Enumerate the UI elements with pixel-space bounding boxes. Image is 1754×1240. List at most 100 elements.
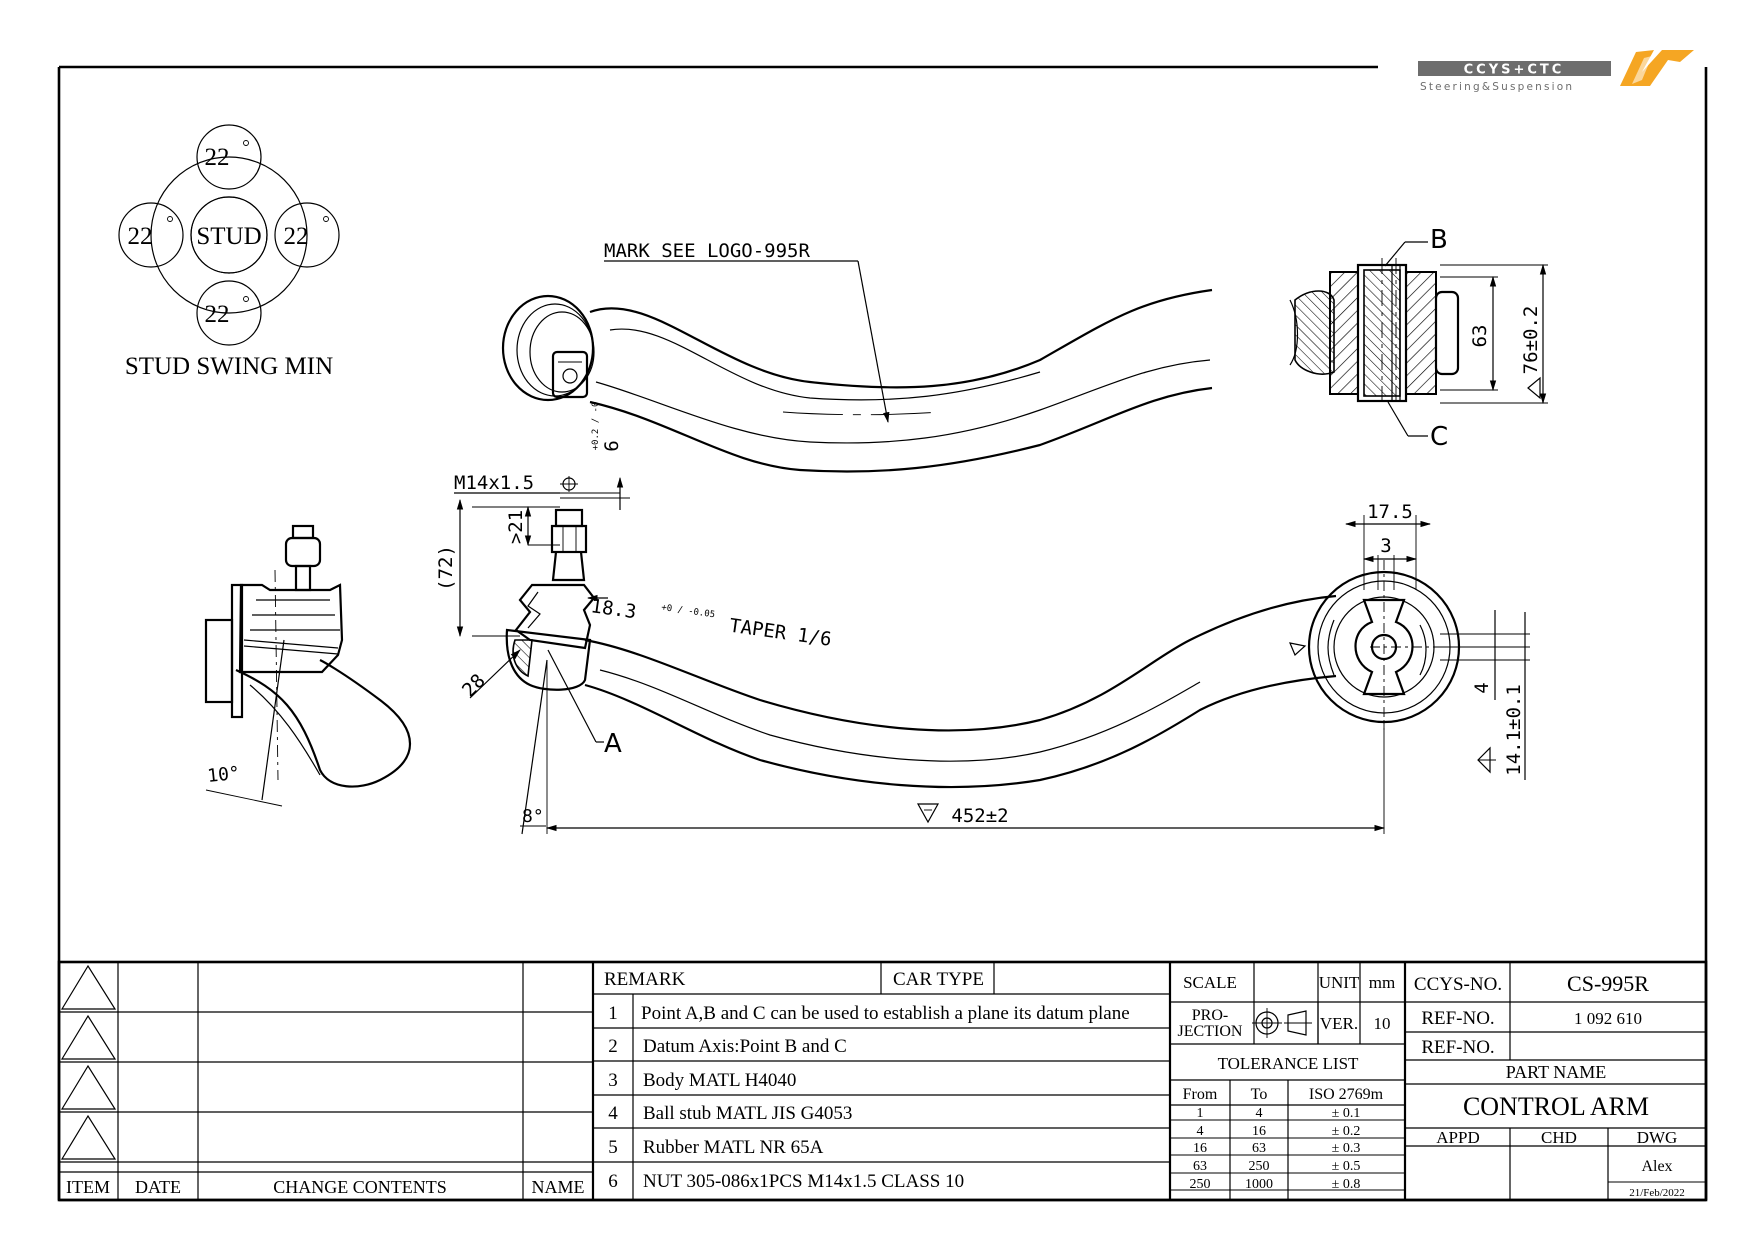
- thread-spec: M14x1.5: [454, 472, 534, 494]
- remark-4-text: Ball stub MATL JIS G4053: [643, 1103, 852, 1124]
- remark-6-number: 6: [608, 1171, 618, 1192]
- ref-no-label: REF-NO.: [1421, 1008, 1494, 1029]
- remark-2-text: Datum Axis:Point B and C: [643, 1036, 847, 1057]
- dim-28: 28: [458, 670, 490, 702]
- dim-17-5: 17.5: [1367, 501, 1413, 523]
- dim-21: >21: [505, 510, 527, 544]
- dim-4: 4: [1471, 682, 1493, 693]
- dim-6: 6: [601, 440, 623, 451]
- tol-row-3-to: 63: [1252, 1141, 1266, 1156]
- swing-angle-left: 22: [128, 223, 153, 250]
- logo-wordmark-bar: [1418, 61, 1611, 76]
- taper-text: TAPER 1/6: [728, 615, 833, 651]
- remark-3-text: Body MATL H4040: [643, 1070, 796, 1091]
- tol-row-1-from: 1: [1197, 1106, 1204, 1121]
- dim-452: 452±2: [951, 805, 1008, 827]
- projection-label: PRO-JECTION: [1178, 1007, 1243, 1040]
- datum-c-label: C: [1430, 422, 1448, 452]
- top-view-dimensions: MARK SEE LOGO-995R B C 63 76±0.2: [604, 225, 1548, 452]
- ref-no-2-label: REF-NO.: [1421, 1037, 1494, 1058]
- rev-header-change: CHANGE CONTENTS: [273, 1177, 447, 1197]
- tol-row-5-from: 250: [1190, 1177, 1211, 1192]
- side-view: 10°: [204, 524, 412, 807]
- part-name-value: CONTROL ARM: [1463, 1092, 1649, 1121]
- scale-projection-tolerance: SCALE UNIT mm PRO-JECTION VER. 10 TOLERA…: [1170, 962, 1407, 1200]
- front-view-dimensions: M14x1.5 6 +0.2 / -0 >21 (72) 18.3 +0 / -…: [435, 402, 1530, 835]
- tolerance-header-iso: ISO 2769m: [1309, 1086, 1384, 1103]
- remark-5-text: Rubber MATL NR 65A: [643, 1137, 824, 1158]
- datum-a-label: A: [604, 729, 622, 759]
- dim-76: 76±0.2: [1520, 306, 1542, 375]
- dim-72: (72): [435, 545, 457, 591]
- tol-row-2-to: 16: [1252, 1124, 1266, 1139]
- revision-table: ITEM DATE CHANGE CONTENTS NAME: [59, 962, 595, 1200]
- dwg-label: DWG: [1637, 1128, 1678, 1147]
- tol-row-3-from: 16: [1193, 1141, 1207, 1156]
- swing-angle-bottom: 22: [205, 301, 230, 328]
- rev-header-name: NAME: [532, 1177, 585, 1197]
- swing-angle-right: 22: [284, 223, 309, 250]
- part-info-block: CCYS-NO. CS-995R REF-NO. 1 092 610 REF-N…: [1405, 962, 1706, 1200]
- dim-6-tolerance: +0.2 / -0: [591, 402, 601, 451]
- angle-10: 10°: [206, 763, 241, 787]
- taper-diameter: 18.3: [589, 595, 637, 623]
- tolerance-header-to: To: [1251, 1086, 1268, 1103]
- dwg-author: Alex: [1641, 1158, 1672, 1175]
- tol-row-1-value: ± 0.1: [1332, 1106, 1361, 1121]
- car-type-label: CAR TYPE: [893, 969, 984, 990]
- tolerance-header-from: From: [1183, 1086, 1218, 1103]
- tol-row-4-from: 63: [1193, 1159, 1207, 1174]
- logo-wordmark: CCYS+CTC: [1464, 63, 1565, 78]
- stud-swing-title: STUD SWING MIN: [125, 353, 333, 380]
- tolerance-title: TOLERANCE LIST: [1218, 1054, 1359, 1073]
- arm-top-view: [501, 258, 1460, 473]
- remark-1-number: 1: [608, 1003, 618, 1024]
- ref-no-value: 1 092 610: [1574, 1009, 1642, 1028]
- remark-5-number: 5: [608, 1137, 618, 1158]
- dim-14-1: 14.1±0.1: [1503, 684, 1525, 776]
- projection-symbol-icon: [1252, 1008, 1312, 1038]
- remark-4-number: 4: [608, 1103, 618, 1124]
- logo-tagline: Steering&Suspension: [1420, 81, 1574, 93]
- dwg-date: 21/Feb/2022: [1629, 1187, 1685, 1199]
- stud-swing-diagram: STUD 22 22 22 22 STUD SWING MIN: [118, 124, 340, 380]
- angle-8: 8°: [522, 806, 544, 827]
- ccys-no-label: CCYS-NO.: [1414, 974, 1502, 995]
- dim-3: 3: [1380, 535, 1391, 557]
- mark-logo-note: MARK SEE LOGO-995R: [604, 240, 810, 262]
- unit-value: mm: [1369, 973, 1395, 992]
- tol-row-2-value: ± 0.2: [1332, 1124, 1361, 1139]
- remark-2-number: 2: [608, 1036, 618, 1057]
- swing-angle-top: 22: [205, 144, 230, 171]
- scale-label: SCALE: [1183, 973, 1237, 992]
- chd-label: CHD: [1541, 1128, 1577, 1147]
- title-block: ITEM DATE CHANGE CONTENTS NAME REMARK CA…: [57, 960, 1708, 1202]
- tol-row-1-to: 4: [1256, 1106, 1263, 1121]
- company-logo: CCYS+CTC Steering&Suspension: [1418, 50, 1694, 93]
- remark-label: REMARK: [604, 969, 686, 990]
- ccys-no-value: CS-995R: [1567, 971, 1649, 996]
- remarks-table: REMARK CAR TYPE 1 Point A,B and C can be…: [593, 962, 1172, 1200]
- datum-b-label: B: [1430, 225, 1448, 255]
- remark-6-text: NUT 305-086x1PCS M14x1.5 CLASS 10: [643, 1171, 964, 1192]
- taper-tolerance: +0 / -0.05: [661, 603, 716, 620]
- rev-header-item: ITEM: [66, 1177, 110, 1197]
- tol-row-2-from: 4: [1197, 1124, 1204, 1139]
- tol-row-5-value: ± 0.8: [1332, 1177, 1361, 1192]
- unit-label: UNIT: [1319, 973, 1360, 992]
- ver-value: 10: [1374, 1014, 1391, 1033]
- dim-63: 63: [1469, 325, 1491, 348]
- tol-row-4-value: ± 0.5: [1332, 1159, 1361, 1174]
- logo-wing-mark: [1620, 50, 1694, 86]
- tol-row-4-to: 250: [1249, 1159, 1270, 1174]
- part-name-label: PART NAME: [1506, 1062, 1606, 1082]
- tol-row-5-to: 1000: [1245, 1177, 1273, 1192]
- arm-front-view: [505, 508, 1461, 789]
- rev-header-date: DATE: [135, 1177, 181, 1197]
- appd-label: APPD: [1436, 1128, 1479, 1147]
- remark-1-text: Point A,B and C can be used to establish…: [641, 1003, 1130, 1024]
- stud-label: STUD: [196, 223, 261, 250]
- remark-3-number: 3: [608, 1070, 618, 1091]
- tol-row-3-value: ± 0.3: [1332, 1141, 1361, 1156]
